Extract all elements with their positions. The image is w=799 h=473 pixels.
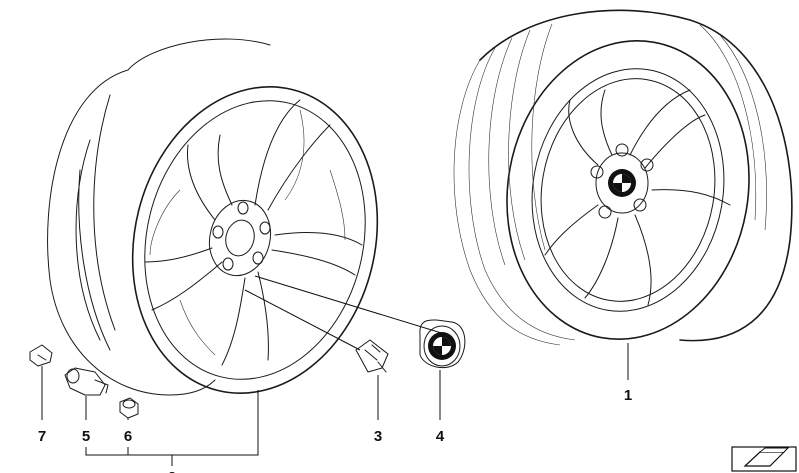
callout-2: 2	[168, 469, 176, 473]
callout-6: 6	[124, 428, 132, 445]
callout-5: 5	[82, 428, 90, 445]
bmw-logo-icon	[608, 169, 636, 197]
axis-line	[254, 275, 449, 336]
screw-part-7[interactable]	[29, 344, 53, 367]
hub-cap[interactable]	[419, 319, 466, 369]
wheel-bolt[interactable]	[355, 339, 389, 373]
light-alloy-rim[interactable]	[47, 38, 409, 419]
callout-7: 7	[38, 428, 46, 445]
folder-tag-icon[interactable]	[731, 446, 797, 472]
cap-part-6[interactable]	[119, 397, 139, 419]
complete-wheel-with-tire[interactable]	[453, 9, 793, 358]
bmw-logo-icon	[428, 332, 456, 360]
valve-part-5[interactable]	[64, 367, 109, 396]
leader-line-2	[85, 390, 259, 456]
callout-4: 4	[436, 428, 445, 445]
callout-1: 1	[624, 387, 632, 404]
callout-3: 3	[374, 428, 382, 445]
axis-line	[244, 289, 361, 351]
